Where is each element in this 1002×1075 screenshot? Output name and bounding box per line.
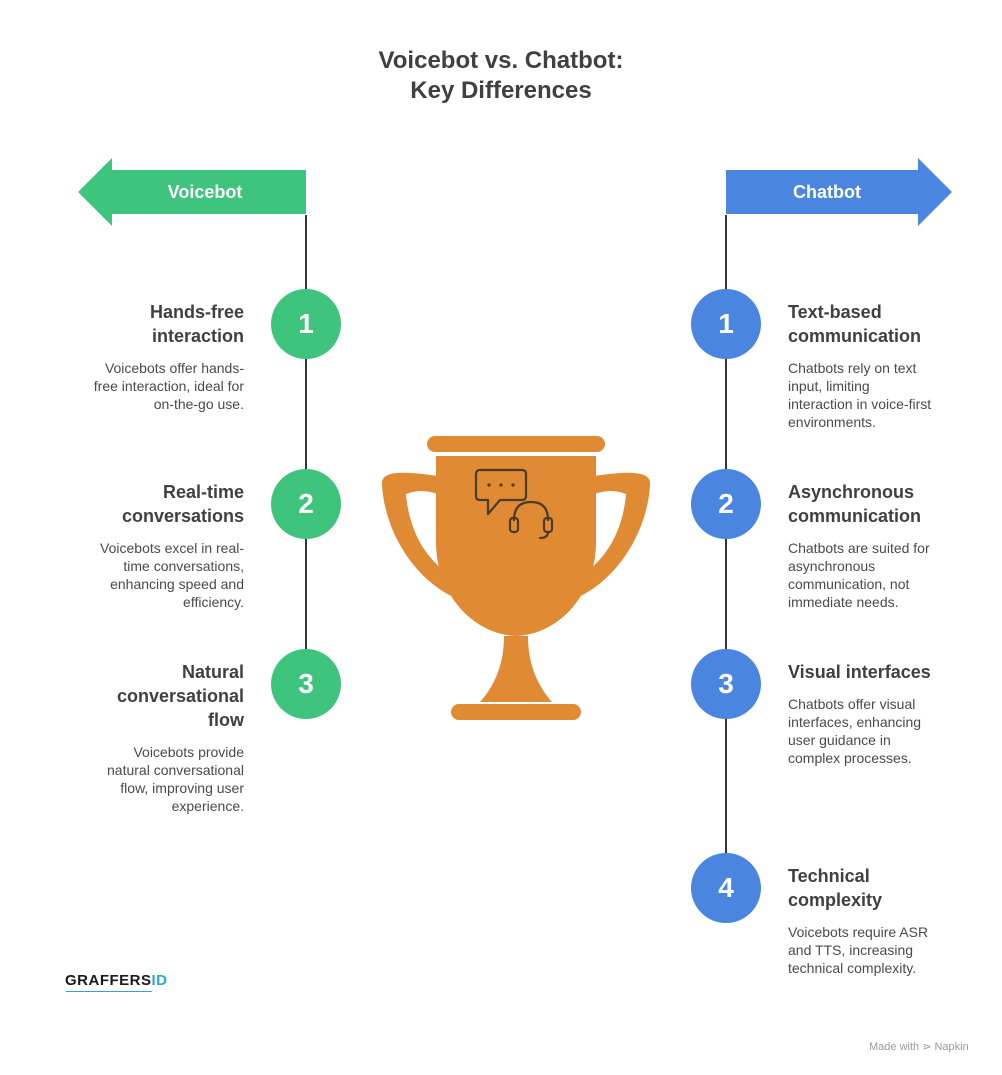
page-title: Voicebot vs. Chatbot: Key Differences xyxy=(0,46,1002,106)
graffersid-logo: GRAFFERSID xyxy=(65,972,168,989)
chatbot-label: Chatbot xyxy=(793,182,861,202)
voicebot-step-3-heading: Natural conversational flow xyxy=(116,662,244,730)
title-line-1: Voicebot vs. Chatbot: xyxy=(378,47,624,74)
title-line-2: Key Differences xyxy=(410,77,592,104)
headset-icon xyxy=(508,500,554,540)
voicebot-step-2-badge: 2 xyxy=(271,469,341,539)
chatbot-step-1-description: Chatbots rely on text input, limiting in… xyxy=(788,360,932,430)
chatbot-step-1-badge: 1 xyxy=(691,289,761,359)
chatbot-step-4-description: Voicebots require ASR and TTS, increasin… xyxy=(788,924,929,976)
chatbot-step-3-heading: Visual interfaces xyxy=(788,662,931,682)
chatbot-step-4-heading: Technical complexity xyxy=(788,866,883,910)
trophy-icon xyxy=(381,436,651,720)
voicebot-step-2-heading: Real-time conversations xyxy=(121,482,244,526)
chatbot-arrow xyxy=(726,158,952,226)
voicebot-step-3-badge: 3 xyxy=(271,649,341,719)
chatbot-step-2-description: Chatbots are suited for asynchronous com… xyxy=(788,540,930,610)
voicebot-step-1-badge: 1 xyxy=(271,289,341,359)
chatbot-step-4-badge: 4 xyxy=(691,853,761,923)
chat-bubble-icon xyxy=(474,468,528,516)
voicebot-timeline xyxy=(305,215,307,650)
voicebot-arrow xyxy=(78,158,306,226)
chatbot-step-2-heading: Asynchronous communication xyxy=(788,482,922,526)
made-with-napkin: Made with ⋗ Napkin xyxy=(869,1041,969,1053)
voicebot-label: Voicebot xyxy=(167,182,243,202)
chatbot-step-2-badge: 2 xyxy=(691,469,761,539)
voicebot-step-1-heading: Hands-free interaction xyxy=(149,302,244,346)
chatbot-step-3-description: Chatbots offer visual interfaces, enhanc… xyxy=(788,696,922,766)
chatbot-step-1-heading: Text-based communication xyxy=(788,302,922,346)
voicebot-step-2-description: Voicebots excel in real- time conversati… xyxy=(100,540,244,610)
logo-underline xyxy=(66,991,152,995)
chatbot-step-3-badge: 3 xyxy=(691,649,761,719)
voicebot-step-1-description: Voicebots offer hands- free interaction,… xyxy=(93,360,244,412)
voicebot-step-3-description: Voicebots provide natural conversational… xyxy=(107,744,244,814)
